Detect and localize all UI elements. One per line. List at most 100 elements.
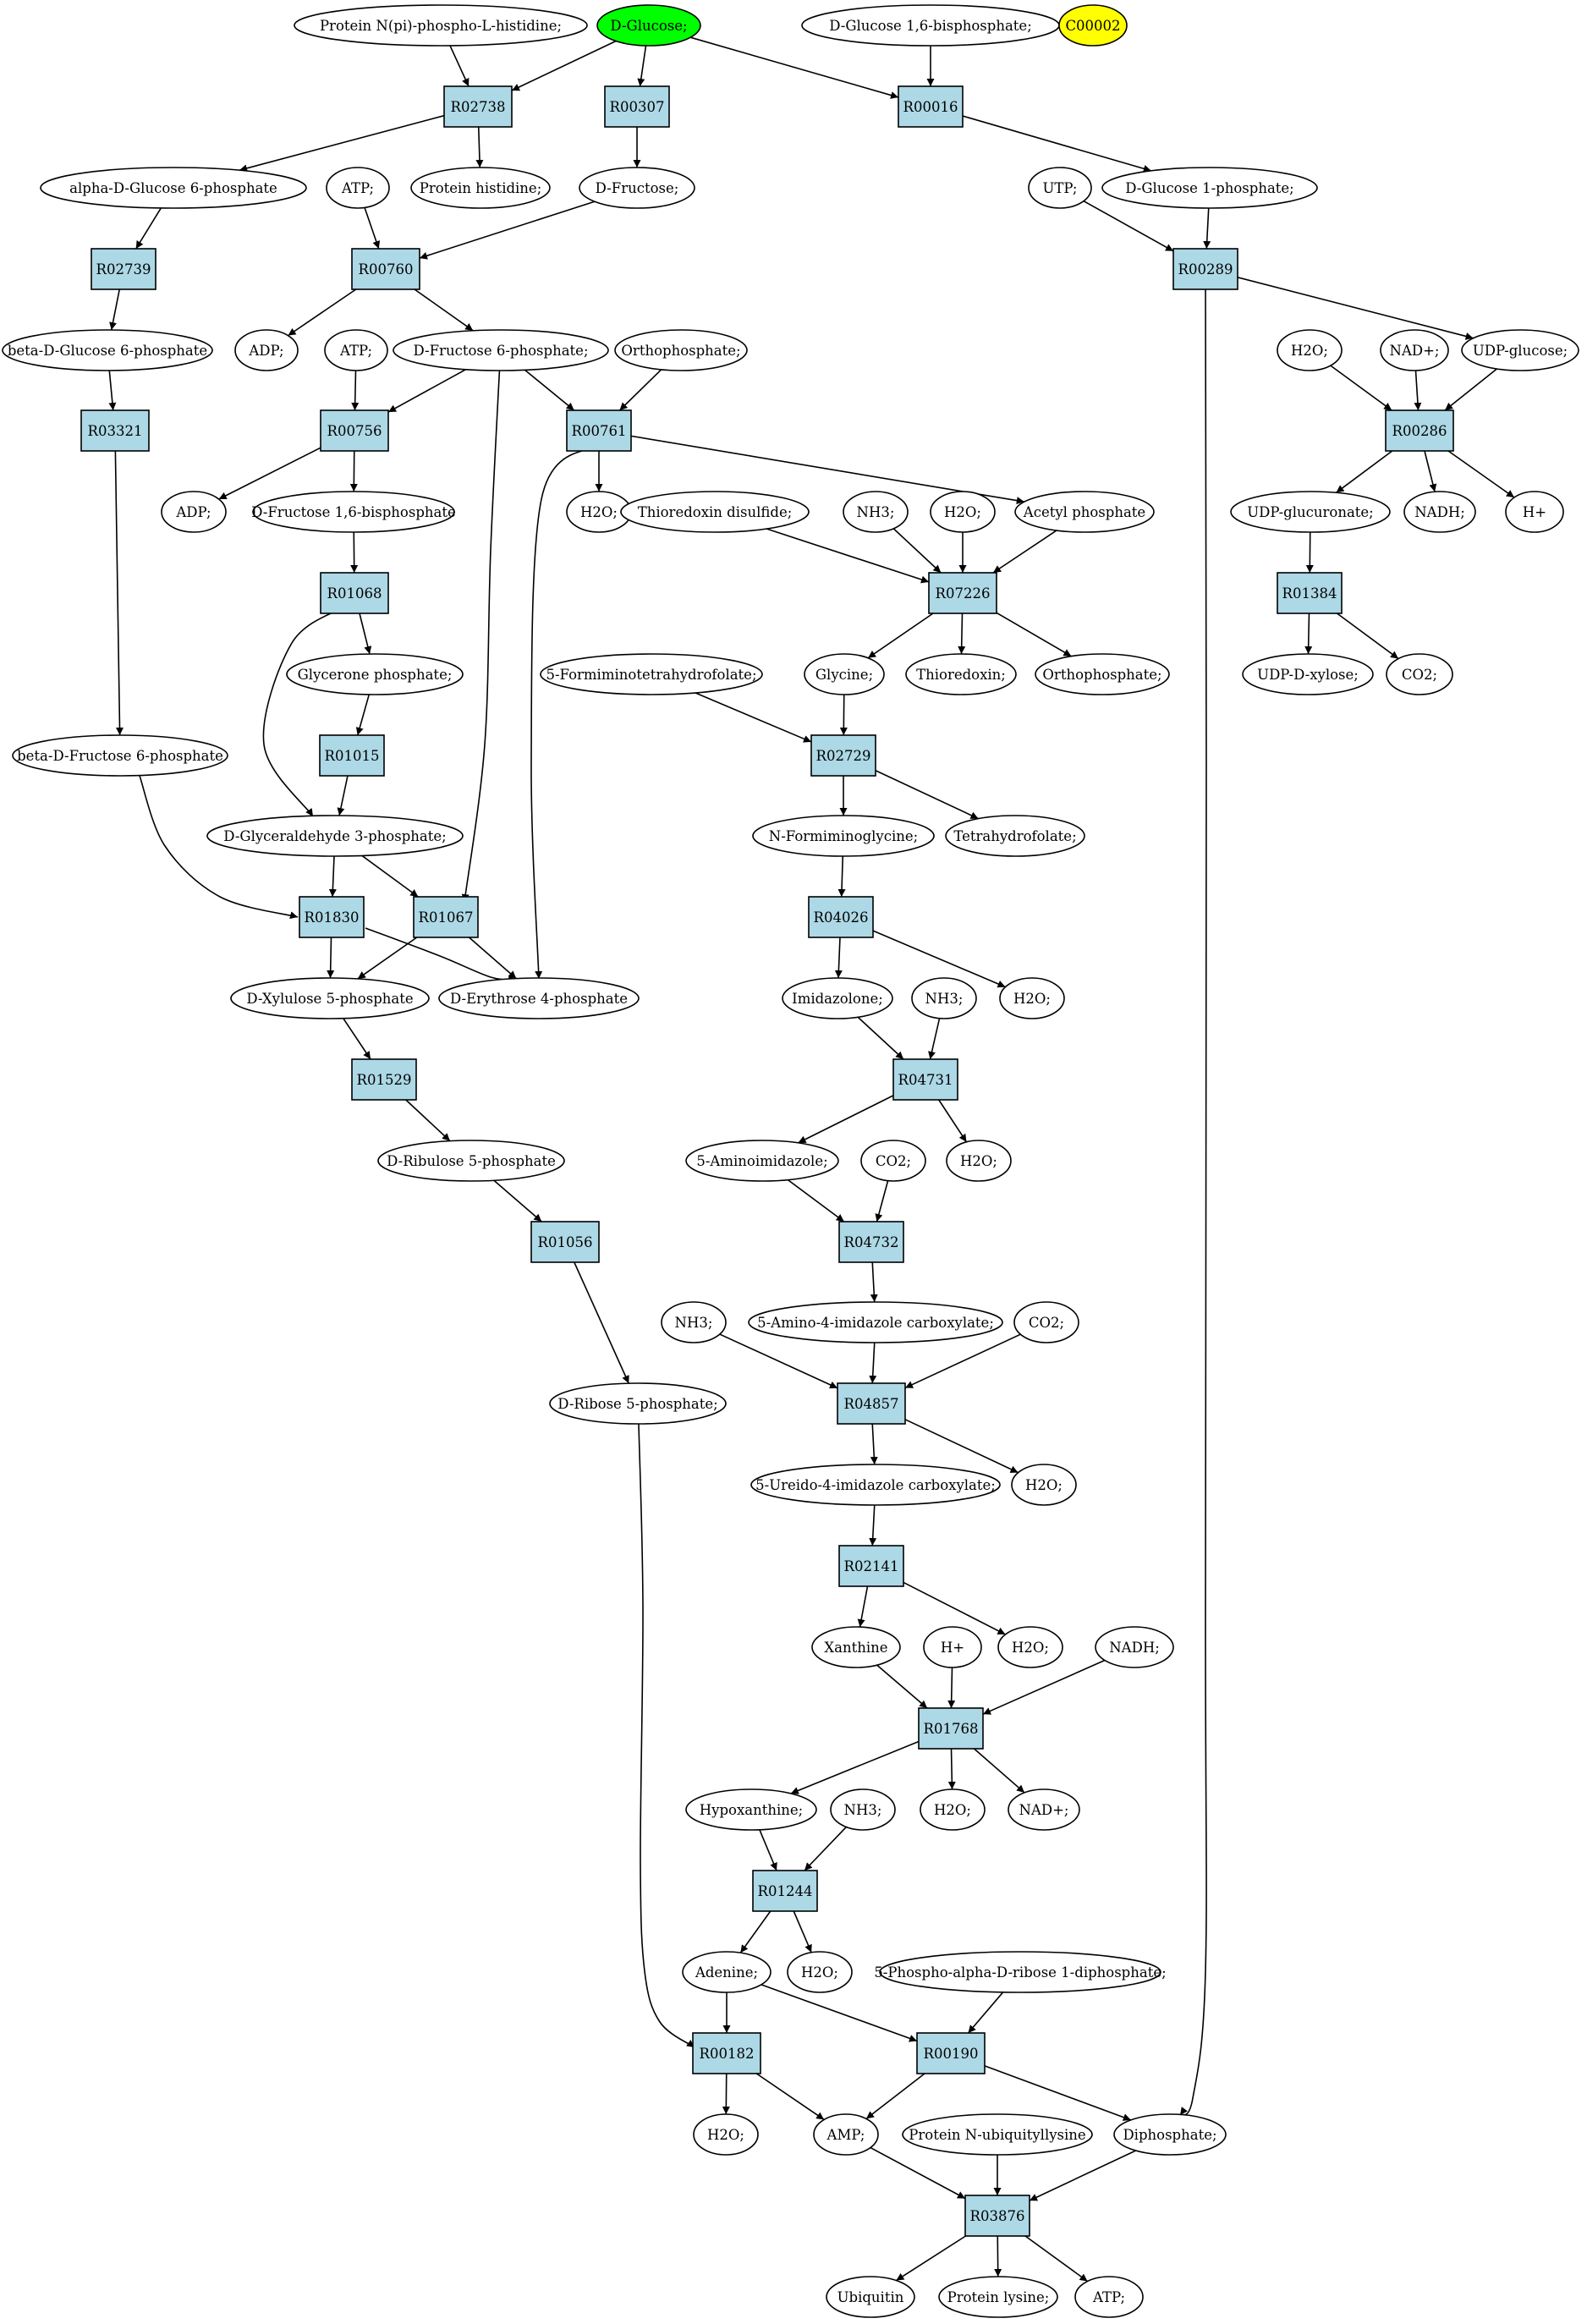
- metabolite-node-glyceronep[interactable]: Glycerone phosphate;: [286, 653, 464, 695]
- metabolite-node-nadh-2[interactable]: NADH;: [1095, 1626, 1174, 1668]
- metabolite-node-nh3-1[interactable]: NH3;: [843, 491, 909, 533]
- reaction-node-r04731[interactable]: R04731: [892, 1058, 958, 1101]
- metabolite-node-adp-2[interactable]: ADP;: [161, 491, 227, 533]
- metabolite-node-h2o-2[interactable]: H2O;: [566, 491, 632, 533]
- metabolite-node-nh3-2[interactable]: NH3;: [911, 977, 977, 1019]
- metabolite-node-ru5p[interactable]: D-Ribulose 5-phosphate: [377, 1140, 565, 1182]
- metabolite-node-adenine[interactable]: Adenine;: [682, 1951, 772, 1993]
- metabolite-node-aminoimidazole[interactable]: 5-Aminoimidazole;: [685, 1140, 839, 1182]
- metabolite-node-protein-his[interactable]: Protein histidine;: [410, 167, 551, 209]
- reaction-node-r00190[interactable]: R00190: [916, 2032, 986, 2074]
- metabolite-node-co2-1[interactable]: CO2;: [1386, 653, 1453, 695]
- metabolite-node-beta-g6p[interactable]: beta-D-Glucose 6-phosphate: [2, 329, 213, 371]
- reaction-node-r07226[interactable]: R07226: [928, 572, 997, 614]
- reaction-node-r02729[interactable]: R02729: [810, 734, 876, 777]
- metabolite-node-h2o-3[interactable]: H2O;: [930, 491, 996, 533]
- reaction-node-r02738[interactable]: R02738: [443, 85, 513, 128]
- metabolite-node-protein-ubiq[interactable]: Protein N-ubiquityllysine: [902, 2113, 1093, 2156]
- metabolite-node-h2o-10[interactable]: H2O;: [693, 2113, 759, 2156]
- metabolite-node-dglucose1p[interactable]: D-Glucose 1-phosphate;: [1101, 167, 1318, 209]
- metabolite-node-dfructose[interactable]: D-Fructose;: [579, 167, 695, 209]
- metabolite-node-utp[interactable]: UTP;: [1028, 167, 1092, 209]
- reaction-node-r04732[interactable]: R04732: [838, 1221, 904, 1263]
- metabolite-node-h2o-8[interactable]: H2O;: [920, 1788, 986, 1831]
- reaction-node-r00289[interactable]: R00289: [1172, 248, 1238, 290]
- metabolite-node-h2o-4[interactable]: H2O;: [999, 977, 1065, 1019]
- reaction-node-r01244[interactable]: R01244: [752, 1870, 818, 1912]
- metabolite-node-nh3-4[interactable]: NH3;: [830, 1788, 896, 1831]
- metabolite-node-co2-3[interactable]: CO2;: [1013, 1301, 1079, 1343]
- metabolite-node-nad-1[interactable]: NAD+;: [1380, 329, 1449, 371]
- reaction-node-r02739[interactable]: R02739: [91, 248, 157, 290]
- metabolite-node-alpha-g6p[interactable]: alpha-D-Glucose 6-phosphate: [40, 167, 307, 209]
- metabolite-node-ureido[interactable]: 5-Ureido-4-imidazole carboxylate;: [750, 1464, 1001, 1506]
- metabolite-node-c00002[interactable]: C00002: [1058, 4, 1128, 47]
- metabolite-node-fbp[interactable]: D-Fructose 1,6-bisphosphate: [251, 491, 456, 533]
- metabolite-node-diphosphate[interactable]: Diphosphate;: [1113, 2113, 1227, 2156]
- reaction-node-r00016[interactable]: R00016: [898, 85, 964, 128]
- metabolite-node-ubiquitin[interactable]: Ubiquitin: [826, 2276, 915, 2318]
- reaction-node-r03876[interactable]: R03876: [964, 2195, 1030, 2237]
- metabolite-node-co2-2[interactable]: CO2;: [860, 1140, 926, 1182]
- metabolite-node-glycine[interactable]: Glycine;: [804, 653, 885, 695]
- reaction-node-r00307[interactable]: R00307: [604, 85, 670, 128]
- metabolite-node-nformiminoglycine[interactable]: N-Formiminoglycine;: [752, 815, 935, 857]
- metabolite-node-thf[interactable]: Tetrahydrofolate;: [945, 815, 1085, 857]
- metabolite-node-udpglucuronate[interactable]: UDP-glucuronate;: [1230, 491, 1391, 533]
- reaction-node-r02141[interactable]: R02141: [838, 1545, 904, 1587]
- metabolite-node-prpp[interactable]: 5-Phospho-alpha-D-ribose 1-diphosphate;: [874, 1951, 1167, 1993]
- metabolite-node-formiminothf[interactable]: 5-Formiminotetrahydrofolate;: [540, 653, 763, 695]
- reaction-node-r01768[interactable]: R01768: [918, 1707, 984, 1750]
- metabolite-node-h2o-6[interactable]: H2O;: [1011, 1464, 1077, 1506]
- metabolite-node-udpxylose[interactable]: UDP-D-xylose;: [1242, 653, 1374, 695]
- metabolite-node-orthophosphate-1[interactable]: Orthophosphate;: [614, 329, 748, 371]
- metabolite-node-atp-3[interactable]: ATP;: [1074, 2276, 1144, 2318]
- metabolite-node-atp-2[interactable]: ATP;: [324, 329, 388, 371]
- metabolite-node-dglucose[interactable]: D-Glucose;: [596, 4, 701, 47]
- metabolite-node-adp-1[interactable]: ADP;: [234, 329, 299, 371]
- metabolite-node-udpglucose[interactable]: UDP-glucose;: [1461, 329, 1579, 371]
- metabolite-node-nad-2[interactable]: NAD+;: [1008, 1788, 1080, 1831]
- metabolite-node-h2o-5[interactable]: H2O;: [946, 1140, 1012, 1182]
- metabolite-node-g3p[interactable]: D-Glyceraldehyde 3-phosphate;: [206, 815, 464, 857]
- metabolite-node-acetylp[interactable]: Acetyl phosphate: [1014, 491, 1155, 533]
- metabolite-node-x5p[interactable]: D-Xylulose 5-phosphate: [230, 977, 430, 1019]
- metabolite-node-aica[interactable]: 5-Amino-4-imidazole carboxylate;: [748, 1301, 1003, 1343]
- metabolite-node-protein-npi[interactable]: Protein N(pi)-phospho-L-histidine;: [294, 4, 588, 47]
- reaction-node-r00760[interactable]: R00760: [351, 248, 420, 290]
- metabolite-node-f6p[interactable]: D-Fructose 6-phosphate;: [393, 329, 609, 371]
- metabolite-node-dglucose16bp[interactable]: D-Glucose 1,6-bisphosphate;: [801, 4, 1060, 47]
- reaction-node-r00182[interactable]: R00182: [692, 2032, 761, 2074]
- reaction-node-r00756[interactable]: R00756: [320, 409, 389, 452]
- reaction-node-r01384[interactable]: R01384: [1277, 572, 1343, 614]
- metabolite-node-beta-f6p[interactable]: beta-D-Fructose 6-phosphate: [12, 734, 228, 777]
- metabolite-node-orthophosphate-2[interactable]: Orthophosphate;: [1035, 653, 1170, 695]
- metabolite-node-thioredoxin-ds[interactable]: Thioredoxin disulfide;: [620, 491, 810, 533]
- reaction-node-r04026[interactable]: R04026: [808, 896, 874, 938]
- metabolite-node-amp[interactable]: AMP;: [813, 2113, 879, 2156]
- reaction-node-r04857[interactable]: R04857: [837, 1382, 906, 1425]
- metabolite-node-e4p[interactable]: D-Erythrose 4-phosphate: [438, 977, 640, 1019]
- metabolite-node-atp-1[interactable]: ATP;: [326, 167, 390, 209]
- metabolite-node-nh3-3[interactable]: NH3;: [661, 1301, 727, 1343]
- reaction-node-r01830[interactable]: R01830: [299, 896, 365, 938]
- reaction-node-r01067[interactable]: R01067: [413, 896, 479, 938]
- metabolite-node-nadh-1[interactable]: NADH;: [1403, 491, 1476, 533]
- metabolite-node-hplus-1[interactable]: H+: [1505, 491, 1564, 533]
- metabolite-node-hypoxanthine[interactable]: Hypoxanthine;: [685, 1788, 817, 1831]
- metabolite-node-h2o-9[interactable]: H2O;: [787, 1951, 853, 1993]
- reaction-node-r03321[interactable]: R03321: [80, 409, 150, 452]
- metabolite-node-protein-lys[interactable]: Protein lysine;: [938, 2276, 1058, 2318]
- metabolite-node-r5p[interactable]: D-Ribose 5-phosphate;: [549, 1382, 727, 1425]
- reaction-node-r00286[interactable]: R00286: [1385, 409, 1454, 452]
- reaction-node-r01068[interactable]: R01068: [320, 572, 389, 614]
- metabolite-node-xanthine[interactable]: Xanthine: [811, 1626, 901, 1668]
- metabolite-node-thioredoxin[interactable]: Thioredoxin;: [905, 653, 1017, 695]
- metabolite-node-hplus-2[interactable]: H+: [923, 1626, 982, 1668]
- metabolite-node-h2o-1[interactable]: H2O;: [1277, 329, 1343, 371]
- reaction-node-r01056[interactable]: R01056: [530, 1221, 600, 1263]
- reaction-node-r00761[interactable]: R00761: [566, 409, 632, 452]
- reaction-node-r01529[interactable]: R01529: [351, 1058, 417, 1101]
- metabolite-node-imidazolone[interactable]: Imidazolone;: [782, 977, 893, 1019]
- reaction-node-r01015[interactable]: R01015: [319, 734, 385, 777]
